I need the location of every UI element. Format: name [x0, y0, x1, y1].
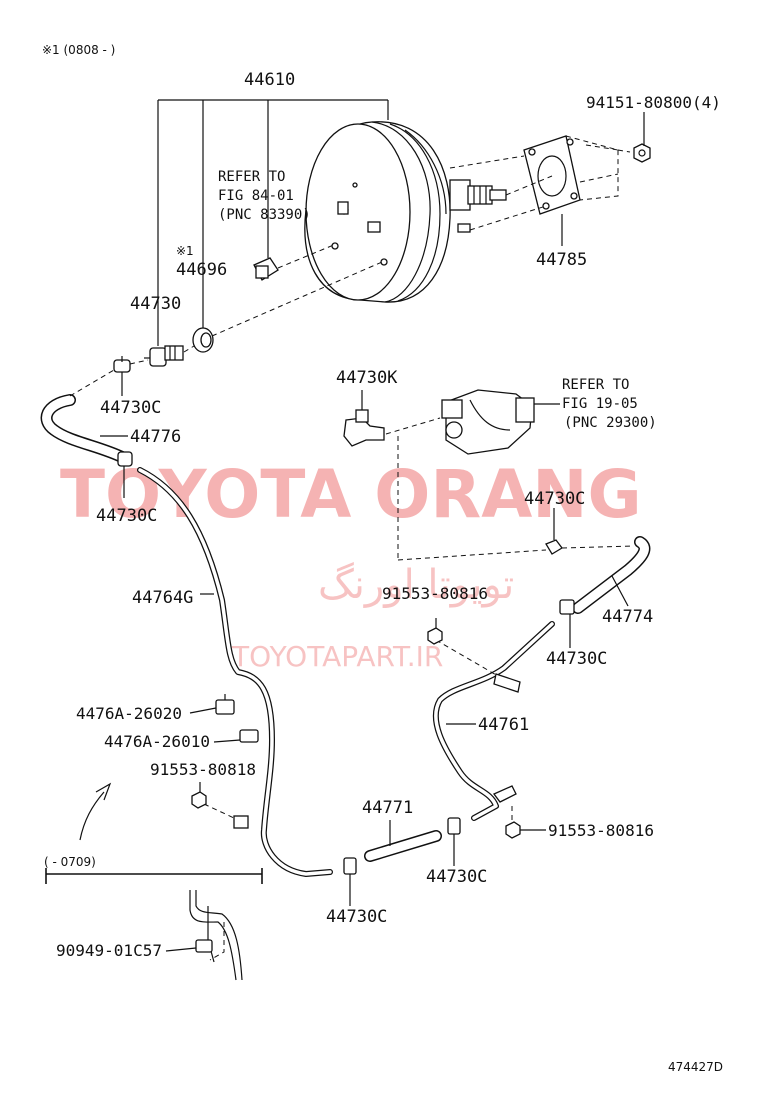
pipe-clamps-drawing	[189, 694, 259, 829]
label-hose-c: 44771	[362, 798, 413, 818]
label-clip: 90949-01C57	[56, 941, 162, 960]
vacuum-sensor-drawing	[253, 243, 337, 281]
label-clamp-a: 44730C	[100, 398, 161, 418]
label-clamp-g: 44730C	[426, 867, 487, 887]
clamp-lower-left-drawing	[343, 857, 357, 906]
hose-upper-drawing	[40, 356, 149, 498]
part-labels: ※1 (0808 - ) 44610 REFER TO FIG 84-01 (P…	[42, 43, 723, 1074]
diagram-id: 474427D	[668, 1060, 723, 1074]
label-clamp-h: 44730C	[326, 907, 387, 927]
check-valve-drawing	[144, 345, 195, 367]
pipe-left-drawing	[137, 467, 333, 877]
hose-lower-drawing	[364, 817, 461, 866]
label-bolt-b: 91553-80818	[150, 760, 256, 779]
refer-1-line1: REFER TO	[218, 169, 285, 185]
leader-lines-upper	[157, 99, 645, 346]
mark-1-label: ※1	[176, 244, 194, 258]
refer-1-line3: (PNC 83390)	[218, 207, 311, 223]
grommet-drawing	[192, 261, 383, 353]
label-clamp-k: 44730K	[336, 368, 398, 388]
watermark: TOYOTA ORANG تویوتا اورنگ TOYOTAPART.IR	[60, 456, 642, 673]
label-grommet: 44696	[176, 260, 227, 280]
label-clamp-e: 4476A-26020	[76, 704, 182, 723]
variant-top-label: ※1 (0808 - )	[42, 43, 115, 57]
label-clamp-f: 4476A-26010	[104, 732, 210, 751]
gasket-drawing	[449, 135, 631, 231]
nut-drawing	[633, 143, 651, 163]
refer-1-line2: FIG 84-01	[218, 188, 294, 204]
refer-2-line1: REFER TO	[562, 377, 629, 393]
label-nut: 94151-80800(4)	[586, 93, 721, 112]
label-clamp-b: 44730C	[96, 506, 157, 526]
brake-booster-drawing	[304, 121, 507, 303]
label-clamp-c: 44730C	[524, 489, 585, 509]
label-clamp-d: 44730C	[546, 649, 607, 669]
variant-inset	[45, 868, 263, 981]
label-pipe-a: 44764G	[132, 588, 193, 608]
label-hose-b: 44774	[602, 607, 653, 627]
bolt-left-drawing	[191, 782, 207, 809]
vacuum-pump-drawing	[343, 389, 560, 455]
refer-2-line3: (PNC 29300)	[564, 415, 657, 431]
bolts-right-drawing	[427, 618, 546, 839]
pipe-right-drawing	[432, 621, 555, 824]
direction-arrow	[79, 782, 112, 841]
label-bolt-c: 91553-80816	[548, 821, 654, 840]
label-bolt-a: 91553-80816	[382, 584, 488, 603]
label-hose-a: 44776	[130, 427, 181, 447]
label-gasket: 44785	[536, 250, 587, 270]
refer-2-line2: FIG 19-05	[562, 396, 638, 412]
label-booster: 44610	[244, 70, 295, 90]
watermark-persian: تویوتا اورنگ	[318, 562, 514, 608]
watermark-brand: TOYOTA ORANG	[60, 456, 642, 533]
hose-right-drawing	[397, 436, 651, 648]
variant-bottom-label: ( - 0709)	[44, 855, 96, 869]
label-check-valve: 44730	[130, 294, 181, 314]
watermark-url: TOYOTAPART.IR	[231, 640, 443, 673]
label-pipe-b: 44761	[478, 715, 529, 735]
